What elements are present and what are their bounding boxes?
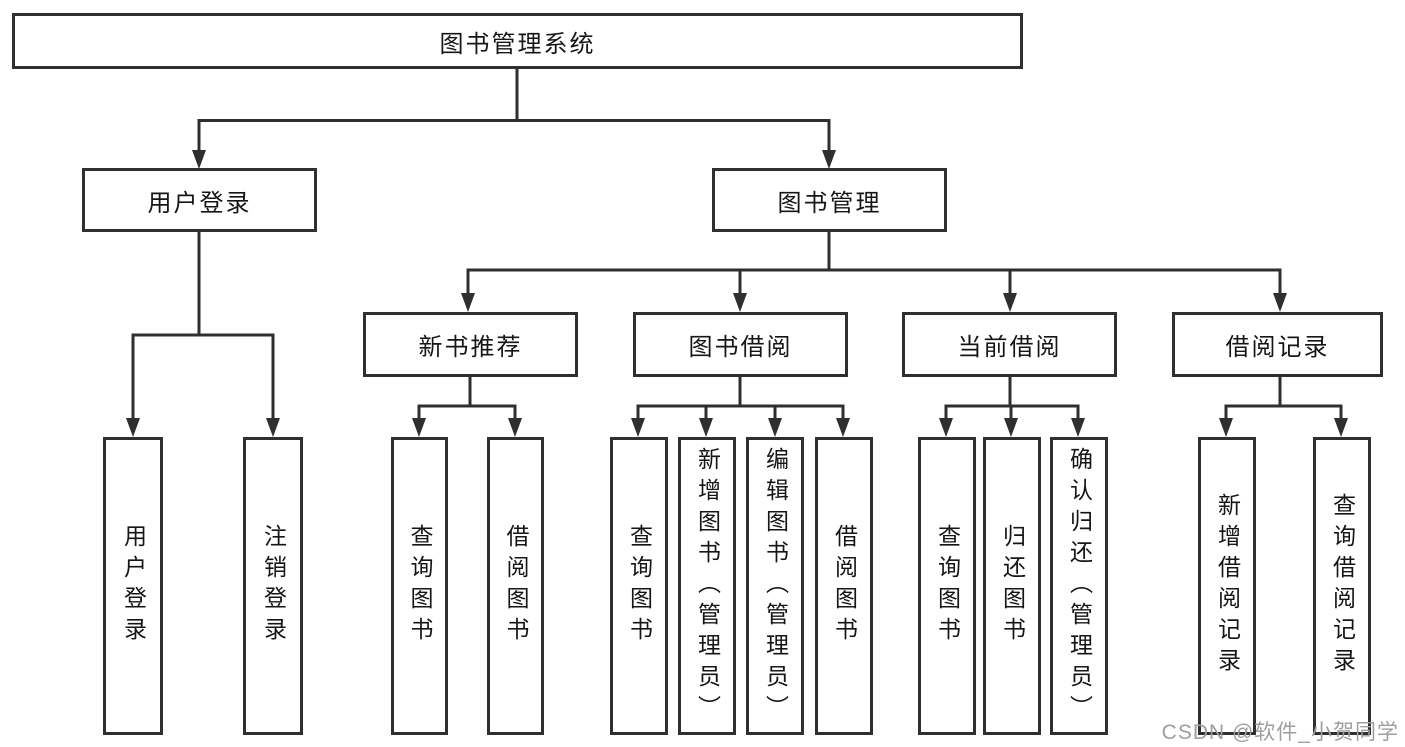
- leaf-borrow-books-recommend-label: 借阅图书: [503, 524, 529, 648]
- node-book-management-label: 图书管理: [777, 189, 882, 217]
- node-user-login: 用户登录: [82, 168, 317, 232]
- leaf-return-books-label: 归还图书: [999, 524, 1026, 648]
- csdn-watermark: CSDN @软件_小贺同学: [1161, 721, 1399, 744]
- leaf-return-books: 归还图书: [983, 437, 1041, 735]
- leaf-add-borrow-record-label: 新增借阅记录: [1214, 493, 1241, 679]
- node-book-borrowing: 图书借阅: [633, 312, 848, 377]
- node-borrowing-records-label: 借阅记录: [1225, 334, 1330, 361]
- leaf-add-borrow-record: 新增借阅记录: [1198, 437, 1256, 735]
- leaf-borrow-books-recommend: 借阅图书: [487, 437, 544, 735]
- node-current-borrowing-label: 当前借阅: [957, 334, 1062, 361]
- node-book-management: 图书管理: [712, 168, 947, 232]
- leaf-add-books-admin-label: 新增图书（管理员）: [694, 446, 721, 726]
- leaf-user-login-label: 用户登录: [120, 524, 147, 648]
- leaf-confirm-return-admin: 确认归还（管理员）: [1050, 437, 1108, 735]
- leaf-query-books-borrowing: 查询图书: [610, 437, 668, 735]
- leaf-logout: 注销登录: [243, 437, 303, 735]
- leaf-query-books-current: 查询图书: [918, 437, 976, 735]
- node-borrowing-records: 借阅记录: [1172, 312, 1383, 377]
- node-current-borrowing: 当前借阅: [902, 312, 1117, 377]
- leaf-edit-books-admin-label: 编辑图书（管理员）: [762, 446, 789, 726]
- node-new-book-recommendation: 新书推荐: [363, 312, 578, 377]
- leaf-query-books-recommend-label: 查询图书: [407, 524, 433, 648]
- leaf-confirm-return-admin-label: 确认归还（管理员）: [1066, 446, 1093, 726]
- connector-lines: [131, 69, 1343, 420]
- leaf-query-books-current-label: 查询图书: [934, 524, 961, 648]
- leaf-borrow-books-borrowing: 借阅图书: [815, 437, 873, 735]
- leaf-add-books-admin: 新增图书（管理员）: [678, 437, 736, 735]
- leaf-user-login: 用户登录: [103, 437, 163, 735]
- node-book-borrowing-label: 图书借阅: [688, 334, 793, 361]
- node-user-login-label: 用户登录: [147, 189, 252, 217]
- leaf-query-borrow-record-label: 查询借阅记录: [1329, 493, 1356, 679]
- leaf-logout-label: 注销登录: [260, 524, 287, 648]
- node-new-book-recommendation-label: 新书推荐: [418, 334, 523, 361]
- leaf-query-borrow-record: 查询借阅记录: [1313, 437, 1371, 735]
- leaf-query-books-borrowing-label: 查询图书: [626, 524, 653, 648]
- leaf-borrow-books-borrowing-label: 借阅图书: [831, 524, 858, 648]
- arrowhead-icons: [126, 150, 1348, 437]
- node-root: 图书管理系统: [12, 13, 1023, 69]
- node-root-label: 图书管理系统: [439, 30, 596, 58]
- leaf-query-books-recommend: 查询图书: [391, 437, 448, 735]
- leaf-edit-books-admin: 编辑图书（管理员）: [746, 437, 804, 735]
